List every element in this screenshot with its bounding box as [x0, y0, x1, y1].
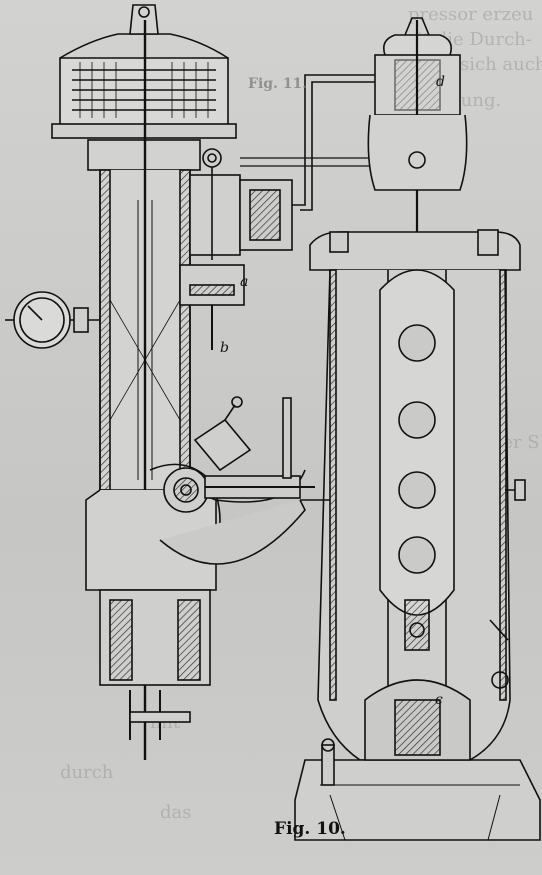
pressure-gauge: [5, 291, 100, 349]
valve-block: [179, 148, 293, 350]
part-label-a: a: [240, 274, 248, 290]
side-figure-label: Fig. 11.: [248, 76, 307, 92]
right-base: [294, 619, 541, 841]
pump-body: [85, 463, 315, 740]
main-column: [99, 20, 191, 760]
figure-caption: Fig. 10.: [274, 819, 346, 839]
bleed-text-line: lung.: [455, 90, 502, 111]
bleed-text-line: pressor erzeu: [408, 4, 534, 25]
relief-valve: [193, 396, 292, 479]
bleed-text-line: durch: [60, 762, 114, 783]
bleed-text-line: das: [160, 802, 192, 823]
part-label-d: d: [436, 74, 445, 90]
turbine-housing: [51, 4, 237, 171]
part-label-b: b: [220, 340, 229, 356]
bleed-text-line: sich auch d: [460, 54, 542, 75]
part-label-c: c: [435, 692, 443, 708]
tall-cylinder: [300, 231, 526, 761]
